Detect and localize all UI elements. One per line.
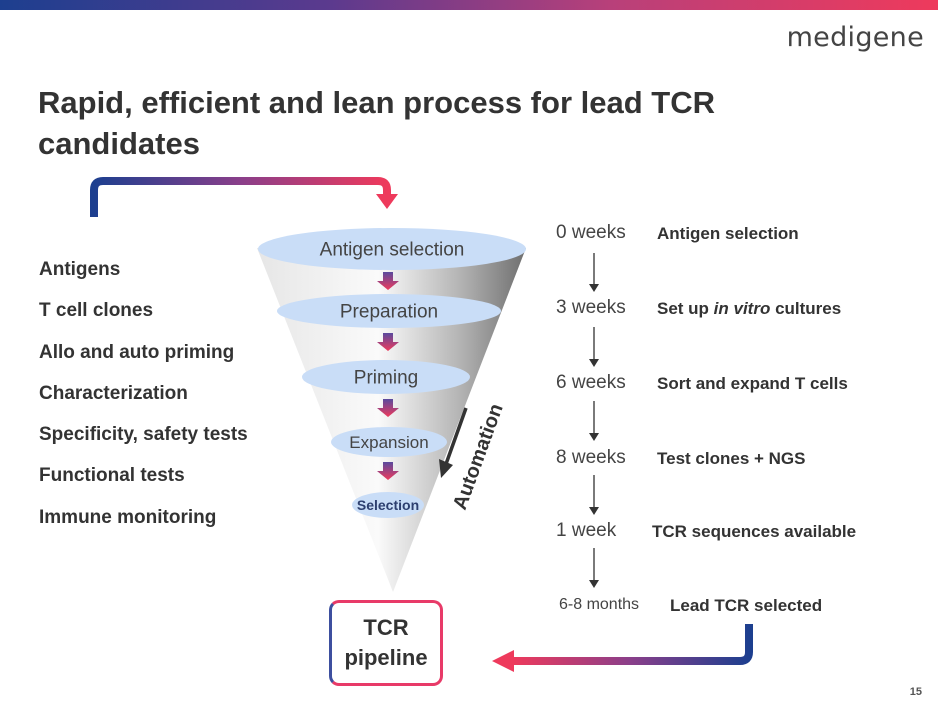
stage-ellipse — [302, 360, 470, 394]
timeline-arrowhead — [589, 284, 599, 292]
pipeline-line1: TCR — [363, 615, 409, 640]
stage-ellipse — [331, 427, 447, 457]
funnel-stages: Antigen selectionPreparationPrimingExpan… — [258, 228, 526, 518]
timeline-arrowhead — [589, 580, 599, 588]
medigene-logo: medigene — [786, 22, 924, 53]
timeline-arrowhead — [589, 433, 599, 441]
stage-label: Selection — [357, 497, 419, 513]
feature-item: Characterization — [39, 382, 188, 404]
stage-label: Antigen selection — [320, 240, 465, 261]
timeline-arrowhead — [589, 359, 599, 367]
feature-item: Immune monitoring — [39, 506, 217, 528]
stage-label: Priming — [354, 368, 418, 389]
stage-down-arrow — [377, 462, 399, 480]
slide-title: Rapid, efficient and lean process for le… — [38, 85, 715, 161]
pipeline-line2: pipeline — [344, 645, 428, 670]
stage-label: Expansion — [349, 433, 428, 452]
feature-item: Specificity, safety tests — [39, 424, 248, 446]
tcr-pipeline-box: TCR pipeline — [329, 600, 443, 686]
stage-ellipse — [277, 294, 501, 328]
bottom-flow-arrowhead — [492, 650, 514, 672]
stage-down-arrow — [377, 399, 399, 417]
funnel-cone — [257, 248, 526, 592]
top-flow-arrow — [90, 177, 391, 217]
page-number: 15 — [909, 686, 922, 698]
timeline-arrowhead — [589, 507, 599, 515]
stage-label: Preparation — [340, 302, 438, 323]
automation-arrowhead — [439, 459, 453, 478]
automation-arrow-line — [444, 407, 468, 465]
feature-item: Functional tests — [39, 465, 185, 487]
top-flow-arrowhead — [376, 194, 398, 209]
top-gradient-bar — [0, 0, 938, 10]
stage-ellipse — [258, 228, 526, 270]
timeline-connectors — [589, 253, 599, 588]
bottom-flow-arrow — [512, 624, 753, 665]
feature-item: Allo and auto priming — [39, 341, 235, 363]
feature-item: T cell clones — [39, 300, 154, 322]
feature-item: Antigens — [39, 259, 121, 280]
stage-down-arrow — [377, 333, 399, 351]
stage-ellipse — [352, 492, 424, 518]
stage-down-arrow — [377, 272, 399, 290]
